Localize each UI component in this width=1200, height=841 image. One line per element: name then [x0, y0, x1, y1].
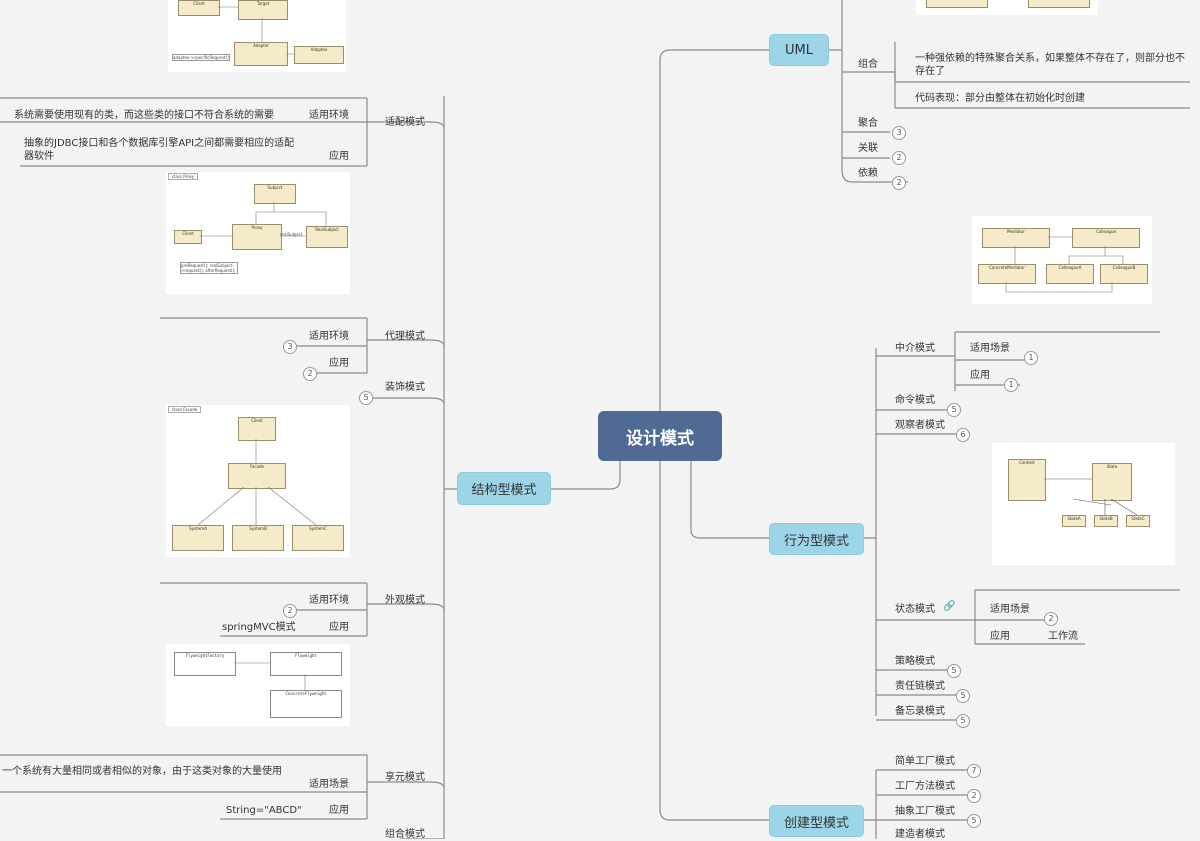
builder-label[interactable]: 建造者模式 [895, 829, 945, 840]
facade-scene-label[interactable]: 适用环境 [309, 595, 349, 606]
observer-label[interactable]: 观察者模式 [895, 420, 945, 431]
abstract-factory-label[interactable]: 抽象工厂模式 [895, 806, 955, 817]
state-label[interactable]: 状态模式 [895, 604, 935, 615]
uml-composition-code: 代码表现：部分由整体在初始化时创建 [915, 93, 1085, 104]
factory-method-count[interactable]: 2 [967, 789, 981, 803]
link-icon[interactable]: 🔗 [943, 601, 956, 612]
branch-uml[interactable]: UML [769, 34, 829, 66]
state-app-label[interactable]: 应用 [990, 631, 1010, 642]
decorator-count[interactable]: 5 [359, 391, 373, 405]
facade-app-text: springMVC模式 [222, 622, 296, 633]
uml-composition-desc: 一种强依赖的特殊聚合关系，如果整体不存在了，则部分也不存在了 [915, 53, 1185, 77]
abstract-factory-count[interactable]: 5 [967, 814, 981, 828]
strategy-label[interactable]: 策略模式 [895, 656, 935, 667]
proxy-app-count[interactable]: 2 [303, 367, 317, 381]
adapter-diagram-image: Client Target Adapter Adaptee adaptee->s… [168, 0, 346, 72]
uml-dependency-count[interactable]: 2 [892, 176, 906, 190]
flyweight-scene-text: 一个系统有大量相同或者相似的对象，由于这类对象的大量使用 [2, 766, 282, 777]
command-count[interactable]: 5 [947, 403, 961, 417]
mediator-app-label[interactable]: 应用 [970, 370, 990, 381]
facade-app-label[interactable]: 应用 [329, 622, 349, 633]
command-label[interactable]: 命令模式 [895, 395, 935, 406]
chain-count[interactable]: 5 [956, 689, 970, 703]
facade-diagram-image: class Facade Client Facade SystemA Syste… [166, 405, 350, 557]
simple-factory-count[interactable]: 7 [967, 764, 981, 778]
uml-aggregation-count[interactable]: 3 [892, 126, 906, 140]
simple-factory-label[interactable]: 简单工厂模式 [895, 756, 955, 767]
memento-count[interactable]: 5 [956, 714, 970, 728]
state-diagram-image: Context State StateA StateB StateC [992, 443, 1175, 565]
memento-label[interactable]: 备忘录模式 [895, 706, 945, 717]
mediator-diagram-image: Mediator Colleague ConcreteMediator Coll… [972, 216, 1152, 304]
branch-creational[interactable]: 创建型模式 [769, 805, 864, 837]
strategy-count[interactable]: 5 [947, 664, 961, 678]
proxy-app-label[interactable]: 应用 [329, 358, 349, 369]
state-scene-label[interactable]: 适用场景 [990, 604, 1030, 615]
flyweight-app-text: String="ABCD" [226, 805, 302, 816]
proxy-scene-count[interactable]: 3 [283, 340, 297, 354]
uml-association-label[interactable]: 关联 [858, 143, 878, 154]
flyweight-diagram-image: FlyweightFactory Flyweight ConcreteFlywe… [166, 644, 350, 726]
uml-dependency-label[interactable]: 依赖 [858, 168, 878, 179]
flyweight-label[interactable]: 享元模式 [385, 772, 425, 783]
adapter-scene-text: 系统需要使用现有的类，而这些类的接口不符合系统的需要 [14, 110, 274, 121]
flyweight-scene-label[interactable]: 适用场景 [309, 779, 349, 790]
adapter-scene-label[interactable]: 适用环境 [309, 110, 349, 121]
factory-method-label[interactable]: 工厂方法模式 [895, 781, 955, 792]
branch-behavioral[interactable]: 行为型模式 [769, 523, 864, 555]
adapter-app-label[interactable]: 应用 [329, 151, 349, 162]
mediator-scene-count[interactable]: 1 [1024, 351, 1038, 365]
mediator-app-count[interactable]: 1 [1004, 378, 1018, 392]
facade-label[interactable]: 外观模式 [385, 595, 425, 606]
chain-label[interactable]: 责任链模式 [895, 681, 945, 692]
root-node[interactable]: 设计模式 [598, 411, 722, 461]
mediator-scene-label[interactable]: 适用场景 [970, 343, 1010, 354]
uml-composition-label[interactable]: 组合 [858, 59, 878, 70]
observer-count[interactable]: 6 [956, 428, 970, 442]
composite-label[interactable]: 组合模式 [385, 829, 425, 840]
facade-scene-count[interactable]: 2 [283, 604, 297, 618]
proxy-label[interactable]: 代理模式 [385, 331, 425, 342]
proxy-diagram-image: class Proxy Subject Client Proxy RealSub… [166, 172, 350, 294]
state-app-text: 工作流 [1048, 631, 1078, 642]
proxy-scene-label[interactable]: 适用环境 [309, 331, 349, 342]
mediator-label[interactable]: 中介模式 [895, 343, 935, 354]
uml-diagram-image [916, 0, 1098, 15]
uml-association-count[interactable]: 2 [892, 151, 906, 165]
adapter-label[interactable]: 适配模式 [385, 117, 425, 128]
uml-aggregation-label[interactable]: 聚合 [858, 118, 878, 129]
decorator-label[interactable]: 装饰模式 [385, 382, 425, 393]
branch-structural[interactable]: 结构型模式 [457, 472, 551, 505]
adapter-app-text: 抽象的JDBC接口和各个数据库引擎API之间都需要相应的适配器软件 [24, 138, 295, 162]
state-scene-count[interactable]: 2 [1044, 612, 1058, 626]
flyweight-app-label[interactable]: 应用 [329, 805, 349, 816]
